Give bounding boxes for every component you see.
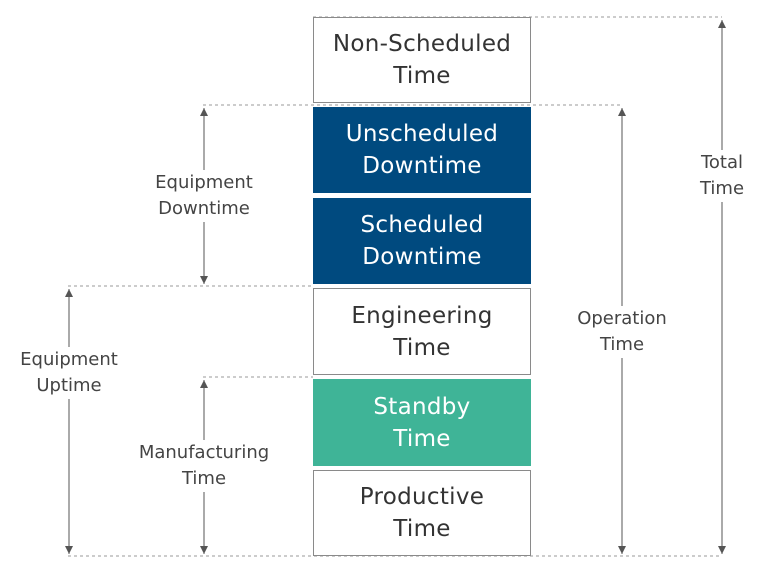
block-unscheduled-downtime: Unscheduled Downtime xyxy=(313,107,531,193)
block-productive-time: Productive Time xyxy=(313,470,531,556)
block-label-line2: Time xyxy=(393,516,451,542)
label-equipment-downtime: Equipment Downtime xyxy=(144,170,264,222)
label-line2: Time xyxy=(181,468,227,489)
block-label-line2: Time xyxy=(393,63,451,89)
label-equipment-uptime: Equipment Uptime xyxy=(9,347,129,399)
label-manufacturing-time: Manufacturing Time xyxy=(129,440,279,492)
label-line1: Equipment xyxy=(155,172,253,193)
label-line2: Downtime xyxy=(158,198,250,219)
label-operation-time: Operation Time xyxy=(567,306,677,358)
label-total-time: Total Time xyxy=(687,150,757,202)
block-label-line1: Standby xyxy=(373,393,471,420)
block-label-line2: Downtime xyxy=(362,244,482,270)
block-label-line1: Engineering xyxy=(351,302,493,329)
block-standby-time: Standby Time xyxy=(313,379,531,466)
label-line1: Manufacturing xyxy=(138,442,270,463)
label-line2: Time xyxy=(699,178,745,199)
block-scheduled-downtime: Scheduled Downtime xyxy=(313,198,531,284)
block-label-line1: Productive xyxy=(359,484,485,510)
block-engineering-time: Engineering Time xyxy=(313,288,531,375)
block-label-line1: Non-Scheduled xyxy=(332,31,512,57)
block-label-line2: Time xyxy=(393,425,451,452)
block-label-line1: Unscheduled xyxy=(345,121,499,147)
label-line1: Operation xyxy=(577,308,667,329)
label-line2: Time xyxy=(599,334,645,355)
block-non-scheduled-time: Non-Scheduled Time xyxy=(313,17,531,103)
label-line1: Total xyxy=(700,152,744,173)
label-line1: Equipment xyxy=(20,349,118,370)
block-label-line2: Downtime xyxy=(362,153,482,179)
block-label-line2: Time xyxy=(393,334,451,361)
label-line2: Uptime xyxy=(36,375,102,396)
block-label-line1: Scheduled xyxy=(360,212,484,238)
